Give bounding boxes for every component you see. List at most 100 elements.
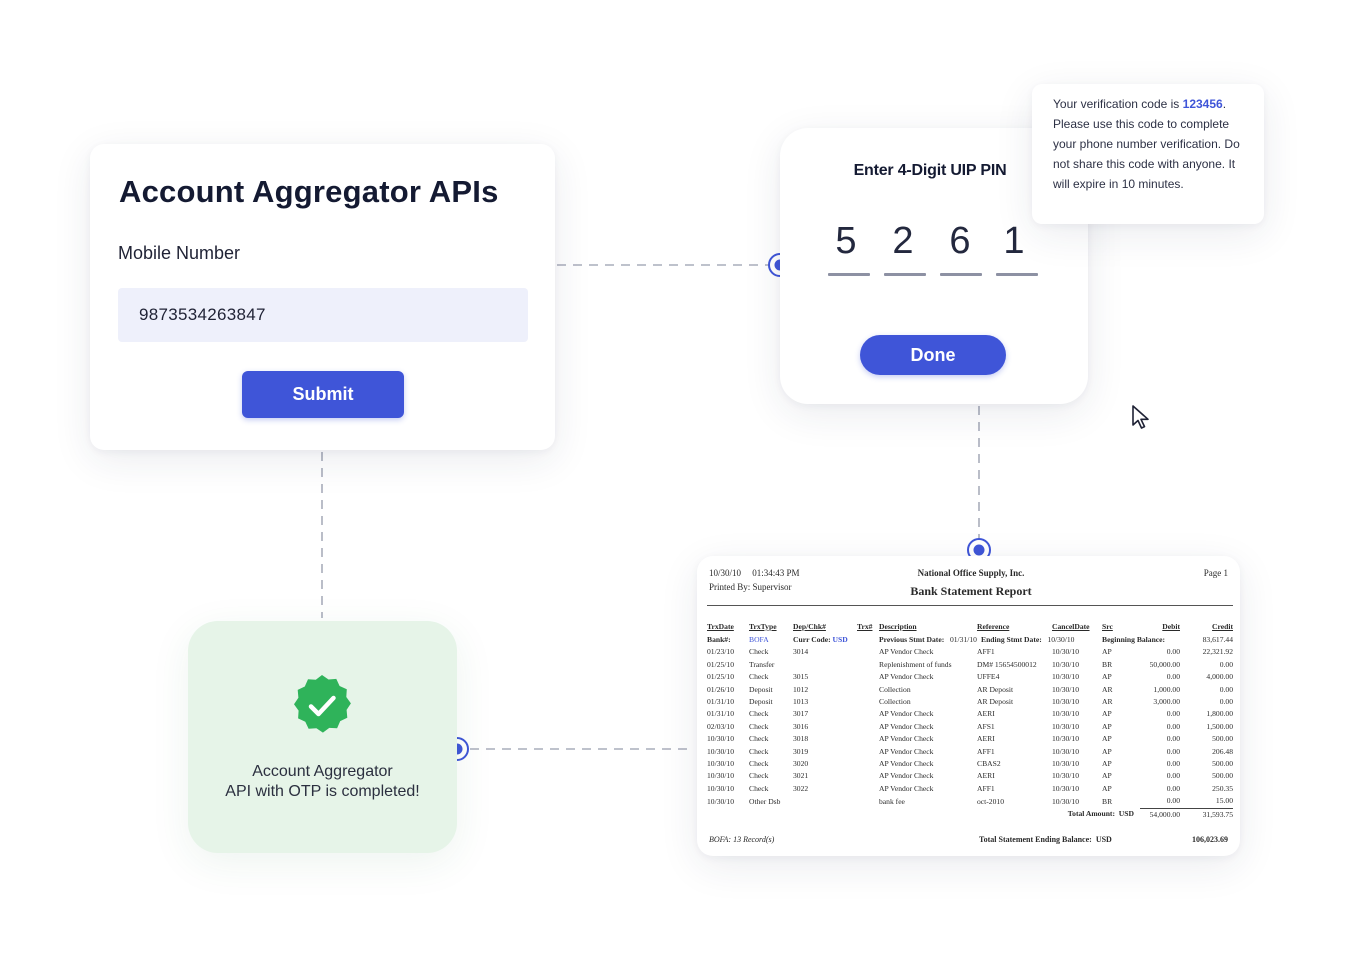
table-cell: AP <box>1102 746 1112 756</box>
table-cell: 50,000.00 <box>1149 659 1180 669</box>
table-cell: 0.00 <box>1219 659 1233 669</box>
submit-button[interactable]: Submit <box>242 371 404 418</box>
column-header: CancelDate <box>1052 621 1090 631</box>
table-cell: AERI <box>977 771 995 781</box>
table-header-row: TrxDate TrxType Dep/Chk# Trx# Descriptio… <box>707 620 1233 634</box>
table-cell: 3014 <box>793 647 809 657</box>
table-cell: 0.00 <box>1166 771 1180 781</box>
table-cell: AP Vendor Check <box>879 771 934 781</box>
table-cell: Check <box>749 709 769 719</box>
table-cell: 10/30/10 <box>1052 759 1080 769</box>
table-cell: 10/30/10 <box>1052 796 1080 806</box>
table-cell: Check <box>749 759 769 769</box>
pin-digit-2[interactable]: 2 <box>892 220 914 262</box>
table-cell: 3016 <box>793 721 809 731</box>
statement-table: TrxDate TrxType Dep/Chk# Trx# Descriptio… <box>707 620 1233 822</box>
table-cell: 10/30/10 <box>707 796 735 806</box>
table-cell <box>793 659 857 671</box>
table-cell: 10/30/10 <box>1052 684 1080 694</box>
table-cell: AR <box>1102 684 1113 694</box>
table-cell: AP <box>1102 721 1112 731</box>
table-cell <box>857 708 879 720</box>
table-cell: AP <box>1102 783 1112 793</box>
success-line-1: Account Aggregator <box>252 763 393 780</box>
table-cell: AP Vendor Check <box>879 647 934 657</box>
success-message: Account Aggregator API with OTP is compl… <box>188 762 457 802</box>
table-cell: 10/30/10 <box>1052 709 1080 719</box>
table-cell: 0.00 <box>1166 783 1180 793</box>
pin-title: Enter 4-Digit UIP PIN <box>853 162 1007 179</box>
column-header: Debit <box>1162 621 1180 631</box>
page-number: Page 1 <box>1203 568 1228 578</box>
table-cell <box>857 721 879 733</box>
table-cell: 3018 <box>793 734 809 744</box>
table-cell: 1,000.00 <box>1153 684 1180 694</box>
table-cell: Replenishment of funds <box>879 659 952 669</box>
table-cell: 500.00 <box>1212 759 1233 769</box>
company-name: National Office Supply, Inc. <box>917 568 1025 578</box>
pin-digit-1[interactable]: 5 <box>835 220 857 262</box>
table-cell: 0.00 <box>1219 697 1233 707</box>
ending-balance-value: 106,023.69 <box>1192 835 1228 844</box>
table-cell: Deposit <box>749 697 773 707</box>
column-header: Src <box>1102 621 1113 631</box>
table-cell: 3022 <box>793 783 809 793</box>
table-cell <box>857 733 879 745</box>
pin-underline <box>828 273 870 276</box>
table-cell <box>857 696 879 708</box>
table-cell: 01/25/10 <box>707 659 735 669</box>
printed-by: Printed By: Supervisor <box>709 582 792 592</box>
table-cell <box>857 646 879 658</box>
bank-statement-report-card: 10/30/10 01:34:43 PM Printed By: Supervi… <box>697 556 1240 856</box>
table-cell: 1013 <box>793 697 809 707</box>
table-cell <box>857 758 879 770</box>
table-cell: Deposit <box>749 684 773 694</box>
table-cell: 4,000.00 <box>1206 672 1233 682</box>
pin-digit-3[interactable]: 6 <box>949 220 971 262</box>
done-button[interactable]: Done <box>860 335 1006 375</box>
table-cell: AP <box>1102 709 1112 719</box>
column-header: Description <box>879 621 917 631</box>
pin-digit-4[interactable]: 1 <box>1003 220 1025 262</box>
table-cell: 10/30/10 <box>707 771 735 781</box>
table-cell: 10/30/10 <box>1052 721 1080 731</box>
report-title: Bank Statement Report <box>910 584 1032 598</box>
mobile-number-input[interactable] <box>118 288 528 342</box>
column-header: TrxDate <box>707 621 734 631</box>
table-cell: AP <box>1102 672 1112 682</box>
table-cell: 10/30/10 <box>707 734 735 744</box>
pin-underline <box>884 273 926 276</box>
table-cell: Check <box>749 647 769 657</box>
record-count: BOFA: 13 Record(s) <box>709 835 775 844</box>
table-cell: 10/30/10 <box>707 759 735 769</box>
sms-text: Your verification code is 123456. Please… <box>1053 94 1255 194</box>
table-cell: 01/31/10 <box>707 709 735 719</box>
table-cell <box>857 795 879 808</box>
table-cell: Check <box>749 734 769 744</box>
table-cell: 0.00 <box>1166 672 1180 682</box>
table-cell: Check <box>749 771 769 781</box>
total-credit: 31,593.75 <box>1180 807 1233 822</box>
table-cell: 10/30/10 <box>1052 672 1080 682</box>
table-cell: 10/30/10 <box>707 746 735 756</box>
table-cell: 1,800.00 <box>1206 709 1233 719</box>
table-cell: 3017 <box>793 709 809 719</box>
table-cell: AP Vendor Check <box>879 672 934 682</box>
table-cell: BR <box>1102 659 1113 669</box>
bank-info-row: Bank#: BOFA Curr Code: USD Previous Stmt… <box>707 635 1233 644</box>
table-cell: 1012 <box>793 684 809 694</box>
table-cell: AP <box>1102 734 1112 744</box>
table-cell: 10/30/10 <box>1052 659 1080 669</box>
table-cell: 01/31/10 <box>707 697 735 707</box>
table-cell: 10/30/10 <box>1052 771 1080 781</box>
table-cell: 0.00 <box>1166 647 1180 657</box>
table-cell: 01/26/10 <box>707 684 735 694</box>
table-cell <box>857 746 879 758</box>
